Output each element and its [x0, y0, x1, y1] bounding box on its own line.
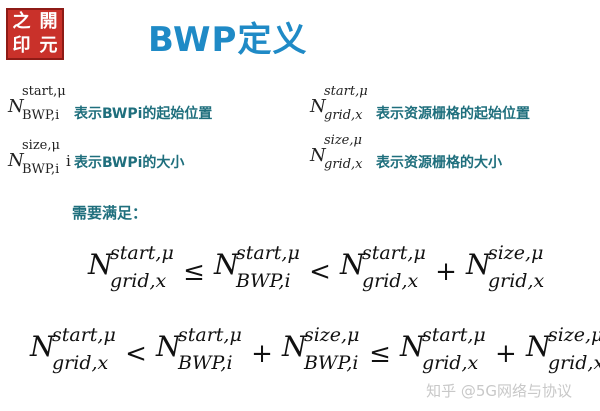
operator: < [125, 339, 147, 369]
term-sup: start,μ [235, 242, 300, 264]
formula-term: N start,μ BWP,i [213, 244, 300, 296]
symbol-letter: N [399, 330, 425, 363]
symbol-letter: N [213, 248, 239, 281]
symbol-letter: N [525, 330, 551, 363]
symbol-bwp-size: N size,μ BWP,i i [8, 138, 71, 177]
symbol-letter: N [8, 150, 24, 171]
operator: + [251, 339, 273, 369]
operator: ≤ [183, 257, 205, 287]
def-bwp-start-text: 表示BWPi的起始位置 [74, 106, 213, 122]
formula-term: N start,μ grid,x [88, 244, 174, 296]
term-sup: start,μ [177, 324, 242, 346]
formula-term: N size,μ BWP,i [281, 326, 360, 378]
symbol-letter: N [281, 330, 307, 363]
term-sup: start,μ [110, 242, 174, 264]
def-grid-size-text: 表示资源栅格的大小 [376, 155, 502, 171]
symbol-letter: N [339, 248, 365, 281]
symbol-sub: BWP,i [22, 108, 60, 123]
logo-char-3: 印 [12, 35, 31, 56]
logo-char-1: 之 [12, 11, 31, 32]
term-sub: BWP,i [303, 352, 359, 374]
formula-term: N size,μ grid,x [525, 326, 600, 378]
def-grid-start-text: 表示资源栅格的起始位置 [376, 106, 530, 122]
operator: + [435, 257, 457, 287]
term-sub: BWP,i [177, 352, 233, 374]
formula-term: N size,μ grid,x [465, 244, 546, 296]
symbol-letter: N [88, 248, 113, 281]
formula-term: N start,μ grid,x [30, 326, 116, 378]
symbol-sub: grid,x [324, 157, 363, 172]
symbol-letter: N [30, 330, 55, 363]
term-sub: grid,x [547, 352, 600, 374]
watermark: 知乎 @5G网络与协议 [426, 382, 572, 400]
formula-1: N start,μ grid,x ≤ N start,μ BWP,i < N s… [88, 244, 546, 296]
term-sub: grid,x [52, 352, 109, 374]
symbol-letter: N [310, 145, 326, 166]
operator: < [309, 257, 331, 287]
def-bwp-size-text: 表示BWPi的大小 [74, 155, 185, 171]
term-sup: start,μ [361, 242, 426, 264]
term-sup: start,μ [421, 324, 486, 346]
term-sup: size,μ [303, 324, 360, 346]
term-sub: grid,x [361, 270, 419, 292]
formula-term: N start,μ grid,x [339, 244, 426, 296]
symbol-sup: start,μ [324, 84, 368, 99]
symbol-letter: N [155, 330, 181, 363]
term-sup: start,μ [52, 324, 116, 346]
logo-char-2: 開 [39, 11, 58, 32]
page-title: BWP定义 [148, 20, 308, 60]
term-sub: grid,x [487, 270, 545, 292]
symbol-letter: N [8, 96, 24, 117]
logo-seal: 之 開 印 元 [6, 8, 64, 60]
requirement-heading: 需要满足： [72, 204, 148, 222]
operator: ≤ [369, 339, 391, 369]
symbol-suffix: i [66, 152, 71, 170]
term-sub: BWP,i [235, 270, 291, 292]
formula-term: N start,μ BWP,i [155, 326, 242, 378]
symbol-sup: size,μ [22, 138, 60, 153]
logo-char-4: 元 [39, 35, 58, 56]
symbol-letter: N [310, 96, 326, 117]
term-sub: grid,x [421, 352, 479, 374]
formula-2: N start,μ grid,x < N start,μ BWP,i + N s… [30, 326, 600, 378]
symbol-sup: size,μ [324, 133, 362, 148]
symbol-sub: grid,x [324, 108, 363, 123]
term-sup: size,μ [487, 242, 544, 264]
term-sup: size,μ [547, 324, 600, 346]
formula-term: N start,μ grid,x [399, 326, 486, 378]
symbol-sup: start,μ [22, 84, 66, 99]
symbol-letter: N [465, 248, 491, 281]
term-sub: grid,x [110, 270, 167, 292]
operator: + [495, 339, 517, 369]
symbol-sub: BWP,i [22, 162, 60, 177]
symbol-grid-start: N start,μ grid,x [310, 84, 368, 123]
symbol-grid-size: N size,μ grid,x [310, 133, 362, 172]
symbol-bwp-start: N start,μ BWP,i [8, 84, 66, 123]
